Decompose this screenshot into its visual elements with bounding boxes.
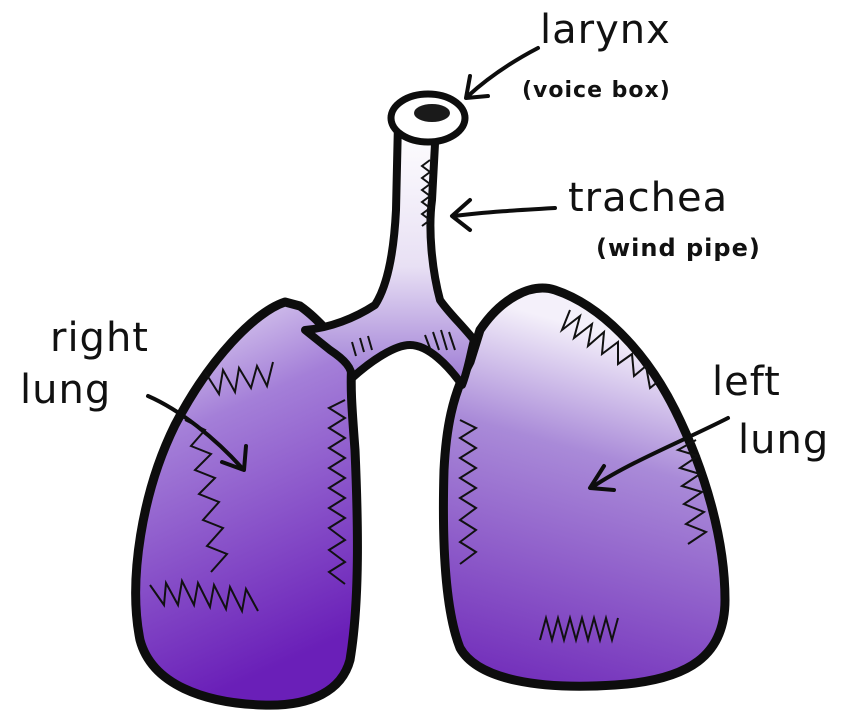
right-lung-label-line2: lung [20, 370, 111, 410]
larynx-label: larynx [540, 10, 671, 50]
trachea-arrow [452, 200, 555, 230]
trachea-label: trachea [568, 178, 728, 218]
left-lung-label-line1: left [712, 362, 781, 402]
trachea-shape [305, 122, 474, 385]
trachea-sublabel: (wind pipe) [596, 236, 761, 260]
larynx-opening [414, 104, 450, 122]
right-lung-label-line1: right [50, 318, 149, 358]
left-lung-label-line2: lung [738, 420, 829, 460]
larynx-sublabel: (voice box) [522, 80, 671, 102]
right-lung-shape [136, 302, 358, 705]
